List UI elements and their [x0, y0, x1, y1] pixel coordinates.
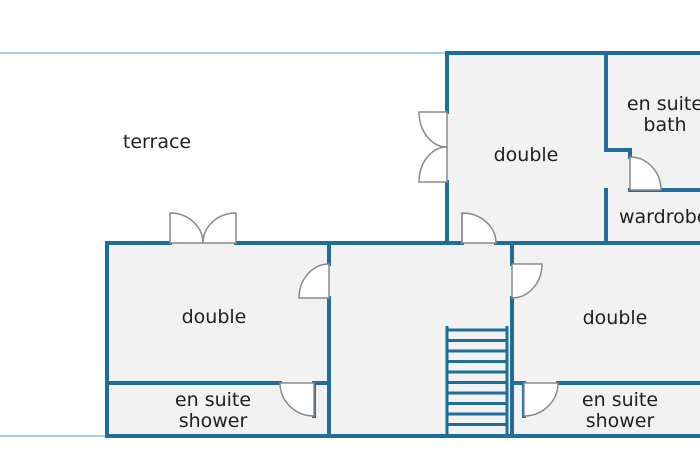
room-floors [107, 53, 700, 436]
upper-double-terrace-door [418, 111, 448, 183]
left-shower-label-line2: shower [179, 410, 248, 432]
staircase [445, 326, 509, 436]
bath-label-line1: en suite [627, 93, 700, 115]
upper-double-floor [447, 53, 700, 243]
right-shower-door [523, 382, 559, 417]
bath-door [629, 156, 662, 191]
room-labels: terrace double en suite bath wardrobe do… [123, 93, 700, 432]
upper-double-label: double [494, 144, 559, 166]
right-double-hall-door [511, 263, 543, 299]
left-double-label: double [182, 306, 247, 328]
walls [105, 51, 700, 438]
upper-double-hall-door [461, 212, 497, 244]
left-double-hall-door [298, 263, 330, 299]
right-shower-label-line1: en suite [582, 389, 658, 411]
right-double-label: double [583, 307, 648, 329]
left-shower-door [279, 382, 315, 417]
right-shower-label-line2: shower [586, 410, 655, 432]
terrace-label: terrace [123, 131, 191, 153]
left-shower-label-line1: en suite [175, 389, 251, 411]
left-double-terrace-door [169, 212, 237, 244]
bath-label-line2: bath [643, 114, 686, 136]
doors [169, 111, 662, 417]
wardrobe-label: wardrobe [619, 206, 700, 228]
terrace-boundary [0, 52, 447, 437]
